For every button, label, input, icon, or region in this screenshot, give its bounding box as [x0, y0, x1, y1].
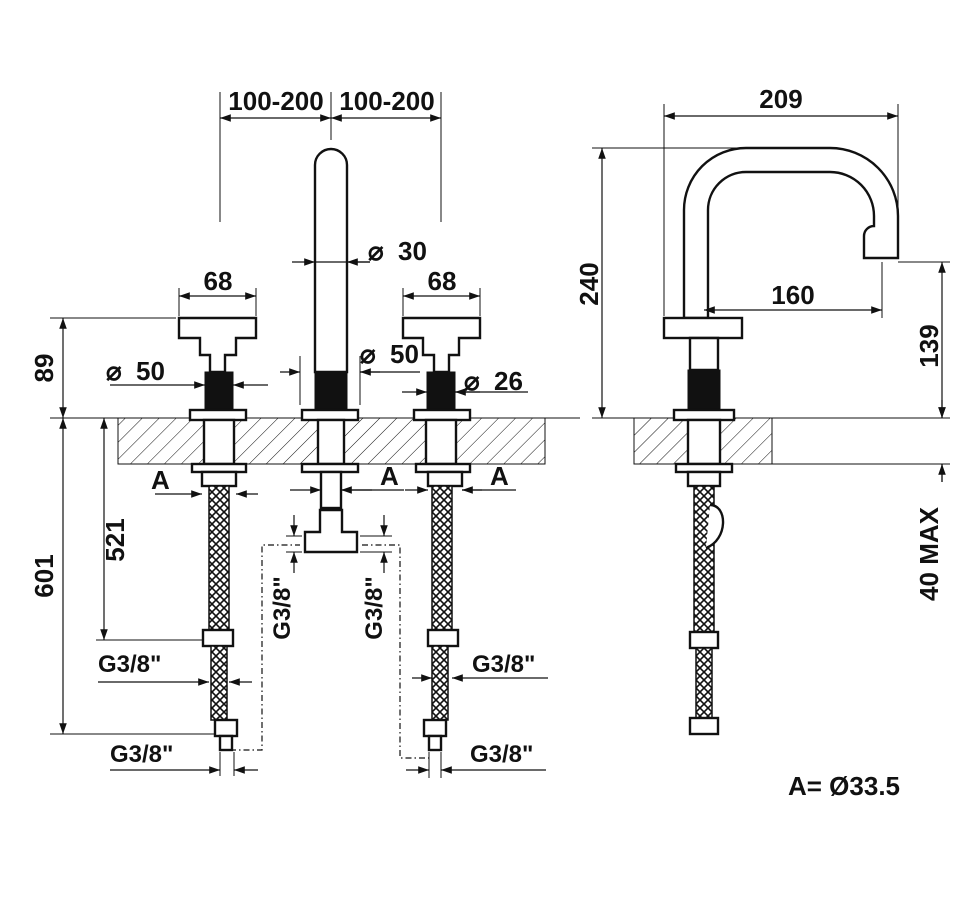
- right-lower-connection-dimension: G3/8": [412, 651, 548, 682]
- hose-depth-dimension: 521: [96, 418, 203, 641]
- right-handle-width-dimension: 68: [402, 266, 481, 316]
- reach-dimension: 209: [663, 84, 899, 316]
- center-left-connection-label: G3/8": [269, 576, 296, 639]
- right-bottom-connection-dimension: G3/8": [406, 741, 546, 778]
- supply-path: [230, 544, 432, 759]
- side-view: 209 160 240 139 40 MAX: [574, 84, 950, 736]
- deck-thickness-dimension: 40 MAX: [914, 400, 946, 601]
- a-label-2: A: [380, 461, 399, 491]
- right-lower-connection-label: G3/8": [472, 651, 535, 678]
- total-depth-label: 601: [29, 554, 59, 597]
- left-lower-connection-label: G3/8": [98, 651, 161, 678]
- a-definition-note: A= Ø33.5: [788, 771, 900, 801]
- deck-thickness-label: 40 MAX: [914, 506, 944, 601]
- hose-depth-label: 521: [100, 518, 130, 561]
- left-base-diameter-dimension: ⌀ 50: [106, 356, 268, 389]
- front-view: 100-200 100-200 ⌀ 30: [29, 86, 580, 778]
- left-handle-width-dimension: 68: [178, 266, 257, 316]
- right-valve: [401, 316, 482, 752]
- left-base-diameter-label: 50: [136, 356, 165, 386]
- diameter-symbol: ⌀: [106, 356, 122, 386]
- center-right-connection-label: G3/8": [361, 576, 388, 639]
- spacing-left-label: 100-200: [228, 86, 323, 116]
- left-lower-connection-dimension: G3/8": [98, 651, 252, 686]
- spout-height-label: 240: [574, 262, 604, 305]
- center-base-diameter-label: 50: [390, 339, 419, 369]
- outlet-height-dimension: 139: [898, 261, 950, 418]
- right-stem-diameter-label: 26: [494, 366, 523, 396]
- left-bottom-connection-dimension: G3/8": [110, 741, 258, 776]
- a-label-3: A: [490, 461, 509, 491]
- top-spacing-dimension: 100-200 100-200: [219, 86, 442, 222]
- outlet-height-label: 139: [914, 324, 944, 367]
- spout-height-dimension: 240: [574, 147, 746, 418]
- spout-projection-label: 160: [771, 280, 814, 310]
- spout: [300, 147, 360, 554]
- spacing-right-label: 100-200: [339, 86, 434, 116]
- spout-projection-dimension: 160: [704, 262, 883, 318]
- right-handle-width-label: 68: [428, 266, 457, 296]
- a-label-1: A: [151, 465, 170, 495]
- left-handle-width-label: 68: [204, 266, 233, 296]
- spout-diameter-label: 30: [398, 236, 427, 266]
- reach-label: 209: [759, 84, 802, 114]
- center-right-connection-dimension: G3/8": [360, 515, 392, 640]
- center-base-diameter-dimension: ⌀ 50: [280, 339, 420, 405]
- diameter-symbol: ⌀: [368, 236, 384, 266]
- spout-diameter-dimension: ⌀ 30: [292, 236, 427, 266]
- diameter-symbol: ⌀: [360, 339, 376, 369]
- total-depth-dimension: 601: [29, 418, 214, 735]
- side-spout: [682, 146, 900, 320]
- left-valve: [177, 316, 258, 752]
- side-handle: [662, 316, 744, 340]
- handle-height-label: 89: [29, 354, 59, 383]
- diameter-symbol: ⌀: [464, 366, 480, 396]
- right-bottom-connection-label: G3/8": [470, 741, 533, 768]
- handle-height-dimension: 89: [29, 317, 176, 418]
- right-stem-diameter-dimension: ⌀ 26: [402, 366, 528, 396]
- a-callouts: A A A: [151, 461, 516, 498]
- center-left-connection-dimension: G3/8": [269, 515, 302, 640]
- left-bottom-connection-label: G3/8": [110, 741, 173, 768]
